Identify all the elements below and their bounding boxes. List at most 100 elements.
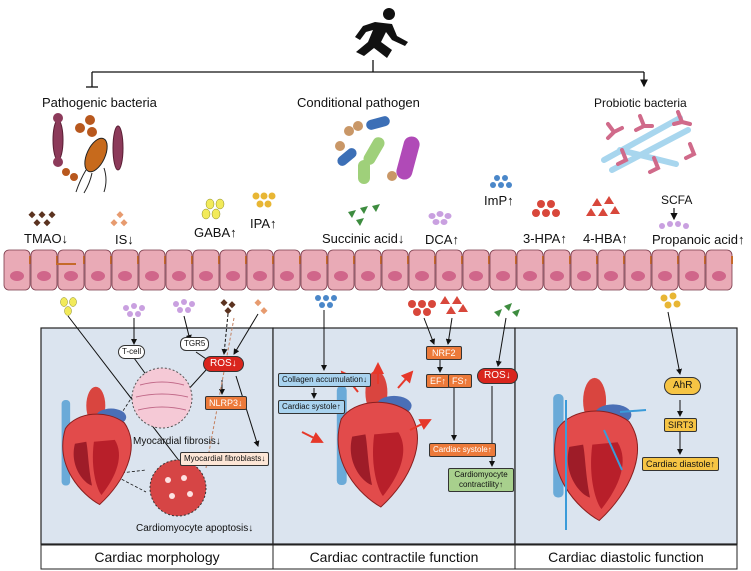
epithelial-cell — [3, 249, 31, 291]
group-bracket — [86, 60, 648, 88]
conditional-pathogen-illustration — [335, 116, 420, 184]
epithelial-cell — [489, 249, 517, 291]
label-3hpa: 3-HPA↑ — [523, 231, 567, 246]
epithelial-cell — [111, 249, 139, 291]
right-ventricle — [567, 444, 590, 498]
cell-nucleus — [442, 271, 456, 281]
cardiac-diastole-box: Cardiac diastole↑ — [642, 457, 720, 471]
probiotic-bacteria-illustration — [601, 110, 697, 174]
cell-nucleus — [307, 271, 321, 281]
label-pathogenic-bacteria: Pathogenic bacteria — [42, 95, 157, 110]
panel1-gaba-icon — [60, 297, 77, 316]
label-ipa: IPA↑ — [250, 216, 277, 231]
relaxation-arrows — [565, 400, 647, 530]
right-ventricle — [350, 434, 372, 485]
cell-nucleus — [226, 271, 240, 281]
cell-nucleus — [37, 271, 51, 281]
cell-nucleus — [604, 271, 618, 281]
cell-nucleus — [712, 271, 726, 281]
label-4hba: 4-HBA↑ — [583, 231, 628, 246]
label-dca: DCA↑ — [425, 232, 459, 247]
cell-nucleus — [496, 271, 510, 281]
tgr5-box: TGR5 — [180, 337, 210, 351]
epithelial-cell — [543, 249, 571, 291]
heart-illustration-diastolic — [553, 377, 638, 522]
footer-cardiac-contractile-function: Cardiac contractile function — [309, 549, 479, 565]
epithelial-cell — [57, 249, 85, 291]
collagen-box: Collagen accumulation↓ — [278, 373, 371, 387]
cell-nucleus — [631, 271, 645, 281]
nlrp3-box: NLRP3↓ — [205, 396, 247, 410]
intestinal-epithelium — [3, 249, 733, 291]
panel2-arrows — [311, 310, 507, 467]
epithelial-cell — [462, 249, 490, 291]
cell-nucleus — [91, 271, 105, 281]
ros-box-contractile: ROS↓ — [477, 368, 518, 384]
epithelial-cell — [30, 249, 58, 291]
cell-nucleus — [523, 271, 537, 281]
metabolite-is-icon — [110, 211, 128, 227]
epithelial-cell — [84, 249, 112, 291]
epithelial-cell — [381, 249, 409, 291]
cell-nucleus — [658, 271, 672, 281]
right-ventricle — [73, 441, 92, 486]
cell-nucleus — [388, 271, 402, 281]
panel3-ipa-icon — [660, 292, 681, 309]
epithelial-cell — [327, 249, 355, 291]
left-ventricle — [591, 442, 623, 509]
cell-nucleus — [415, 271, 429, 281]
epithelial-cell — [435, 249, 463, 291]
cell-nucleus — [199, 271, 213, 281]
cell-nucleus — [118, 271, 132, 281]
label-myocardial-fibrosis: Myocardial fibrosis↓ — [133, 436, 221, 447]
cell-nucleus — [10, 271, 24, 281]
metabolite-gaba-icon — [201, 198, 225, 220]
cell-nucleus — [280, 271, 294, 281]
metabolite-3hpa-icon — [532, 200, 560, 217]
cell-nucleus — [361, 271, 375, 281]
label-tmao: TMAO↓ — [24, 231, 69, 246]
epithelial-cell — [624, 249, 652, 291]
cell-nucleus — [685, 271, 699, 281]
cell-nucleus — [64, 271, 78, 281]
cardiac-systole-box-1: Cardiac systole↑ — [278, 400, 345, 414]
label-is: IS↓ — [115, 232, 134, 247]
epithelial-cell — [273, 249, 301, 291]
epithelial-cell — [678, 249, 706, 291]
epithelial-cell — [192, 249, 220, 291]
metabolite-tmao-icon — [28, 211, 56, 227]
label-probiotic-bacteria: Probiotic bacteria — [594, 96, 687, 110]
pathogenic-bacteria-illustration — [52, 113, 124, 194]
label-conditional-pathogen: Conditional pathogen — [297, 95, 420, 110]
label-gaba: GABA↑ — [194, 225, 237, 240]
contraction-arrows — [301, 362, 432, 443]
label-propanoic-acid: Propanoic acid↑ — [652, 232, 745, 247]
metabolite-4hba-icon — [586, 196, 620, 216]
cardiac-systole-box-2: Cardiac systole↑ — [429, 443, 496, 457]
epithelial-cell — [354, 249, 382, 291]
epithelial-cell — [597, 249, 625, 291]
label-succinic-acid: Succinic acid↓ — [322, 231, 405, 246]
myocardial-fibrosis-image — [131, 367, 193, 429]
panel2-succinic-icon — [494, 303, 520, 317]
ahr-box: AhR — [664, 377, 702, 395]
panel1-tmao-icon — [220, 299, 236, 315]
metabolite-imp-icon — [490, 175, 512, 188]
panel2-3hpa-icon — [408, 300, 436, 316]
metabolite-ipa-icon — [252, 192, 276, 208]
footer-cardiac-morphology: Cardiac morphology — [94, 549, 220, 565]
running-person-icon — [355, 8, 408, 58]
ros-box-morphology: ROS↓ — [203, 356, 244, 372]
panel1-dca2-icon — [173, 299, 195, 313]
epithelial-cell — [705, 249, 733, 291]
cell-nucleus — [577, 271, 591, 281]
cell-nucleus — [469, 271, 483, 281]
label-imp: ImP↑ — [484, 193, 514, 208]
epithelial-cell — [408, 249, 436, 291]
panel1-dca-icon — [123, 303, 145, 317]
label-cardiomyocyte-apoptosis: Cardiomyocyte apoptosis↓ — [136, 523, 254, 534]
heart-illustration-contractile — [336, 370, 418, 508]
epithelial-cell — [165, 249, 193, 291]
myocardial-fibroblasts-box: Myocardial fibroblasts↓ — [180, 452, 270, 466]
